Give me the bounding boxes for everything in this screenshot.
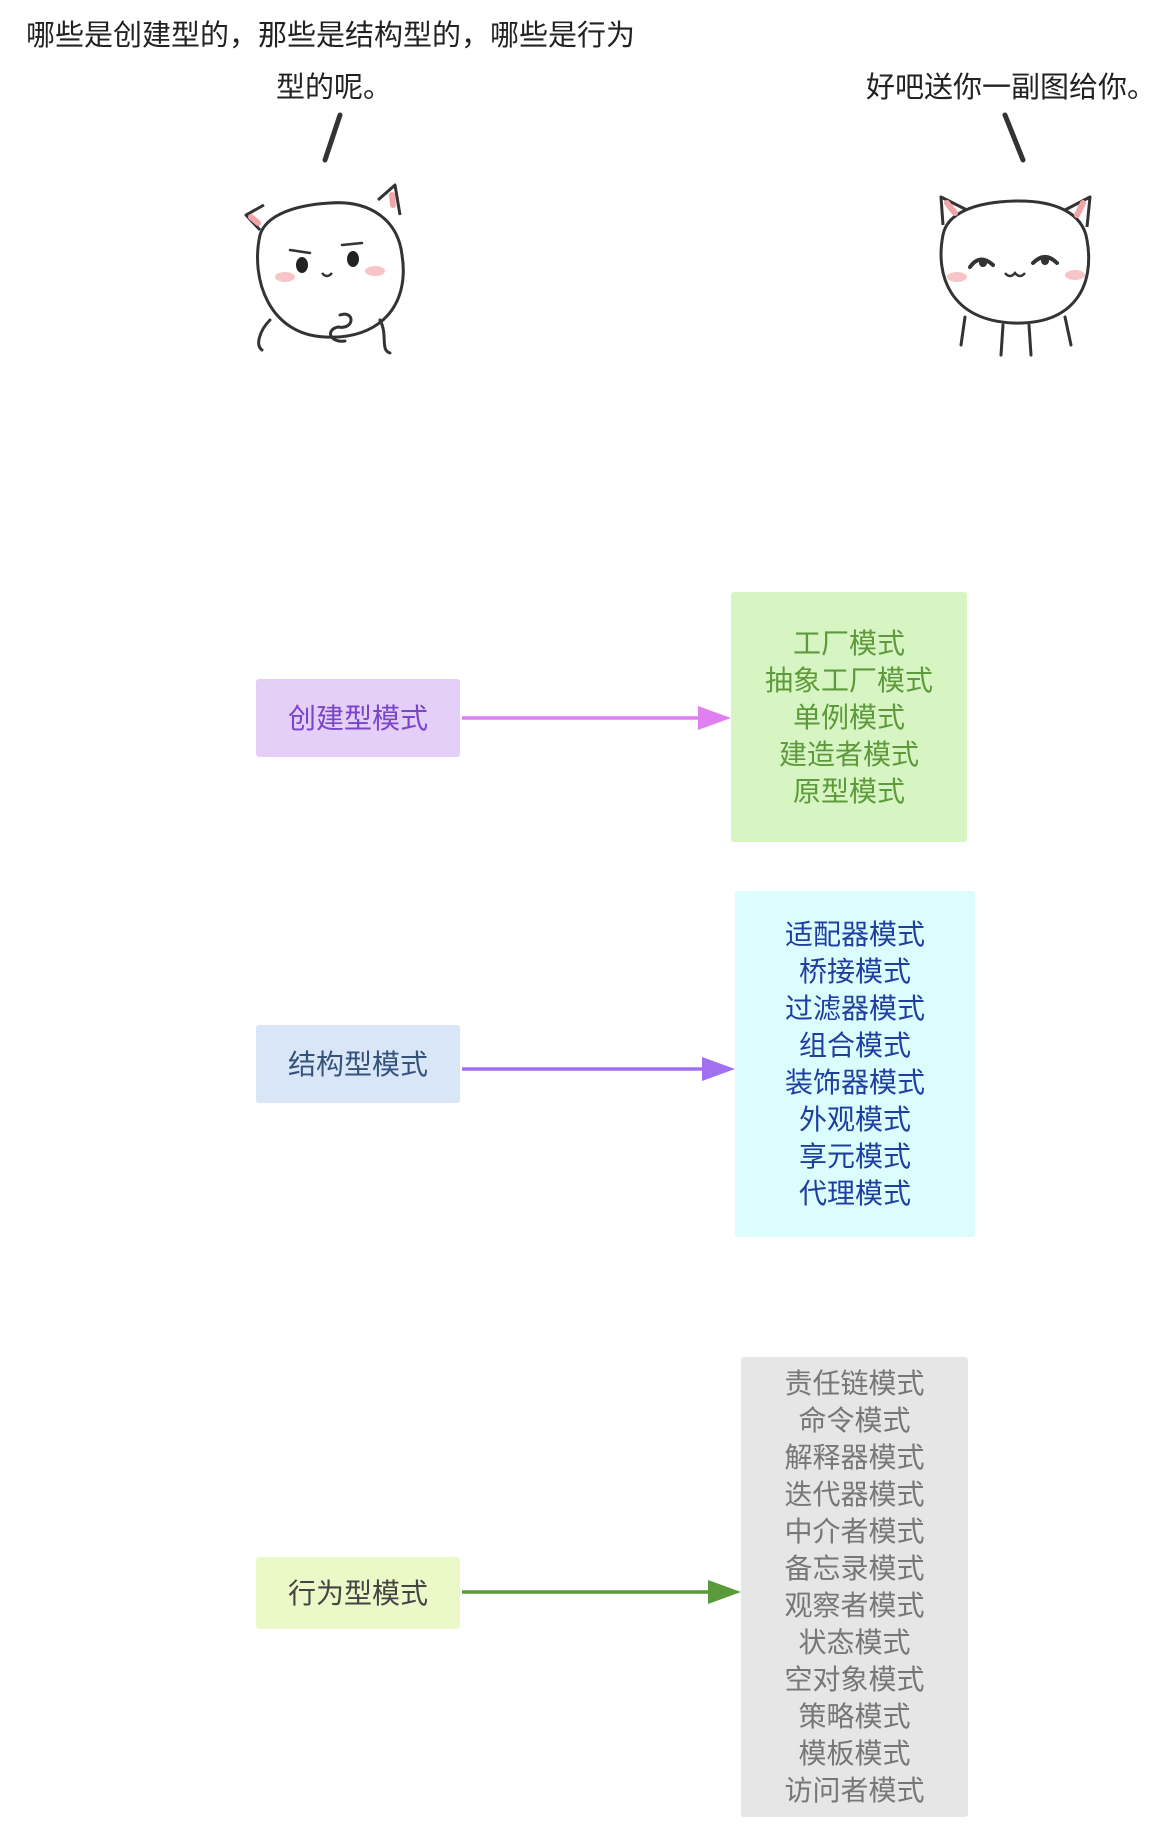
pattern-item: 迭代器模式 [784, 1476, 924, 1513]
pattern-item: 命令模式 [798, 1402, 910, 1439]
pattern-item: 建造者模式 [779, 736, 919, 773]
pattern-item: 组合模式 [799, 1027, 911, 1064]
creational-pattern-list: 工厂模式抽象工厂模式单例模式建造者模式原型模式 [731, 592, 967, 842]
pattern-item: 装饰器模式 [785, 1064, 925, 1101]
arrowhead-structural [702, 1057, 735, 1081]
pattern-item: 代理模式 [799, 1175, 911, 1212]
pattern-item: 外观模式 [799, 1101, 911, 1138]
pattern-item: 适配器模式 [785, 916, 925, 953]
arrowhead-creational [698, 706, 731, 730]
behavioral-pattern-list: 责任链模式命令模式解释器模式迭代器模式中介者模式备忘录模式观察者模式状态模式空对… [741, 1357, 968, 1817]
pattern-item: 观察者模式 [784, 1587, 924, 1624]
creational-pattern-node: 创建型模式 [256, 679, 460, 757]
pattern-item: 原型模式 [793, 773, 905, 810]
pattern-item: 抽象工厂模式 [765, 662, 933, 699]
pattern-item: 备忘录模式 [784, 1550, 924, 1587]
pattern-item: 访问者模式 [784, 1772, 924, 1809]
pattern-item: 桥接模式 [799, 953, 911, 990]
arrowhead-behavioral [708, 1580, 741, 1604]
pattern-item: 责任链模式 [784, 1365, 924, 1402]
pattern-item: 单例模式 [793, 699, 905, 736]
pattern-item: 模板模式 [798, 1735, 910, 1772]
pattern-item: 状态模式 [798, 1624, 910, 1661]
structural-pattern-node: 结构型模式 [256, 1025, 460, 1103]
pattern-item: 工厂模式 [793, 625, 905, 662]
pattern-item: 过滤器模式 [785, 990, 925, 1027]
structural-pattern-list: 适配器模式桥接模式过滤器模式组合模式装饰器模式外观模式享元模式代理模式 [735, 891, 975, 1237]
behavioral-pattern-node: 行为型模式 [256, 1557, 460, 1629]
pattern-item: 空对象模式 [784, 1661, 924, 1698]
pattern-item: 中介者模式 [784, 1513, 924, 1550]
pattern-item: 享元模式 [799, 1138, 911, 1175]
pattern-item: 策略模式 [798, 1698, 910, 1735]
pattern-item: 解释器模式 [784, 1439, 924, 1476]
